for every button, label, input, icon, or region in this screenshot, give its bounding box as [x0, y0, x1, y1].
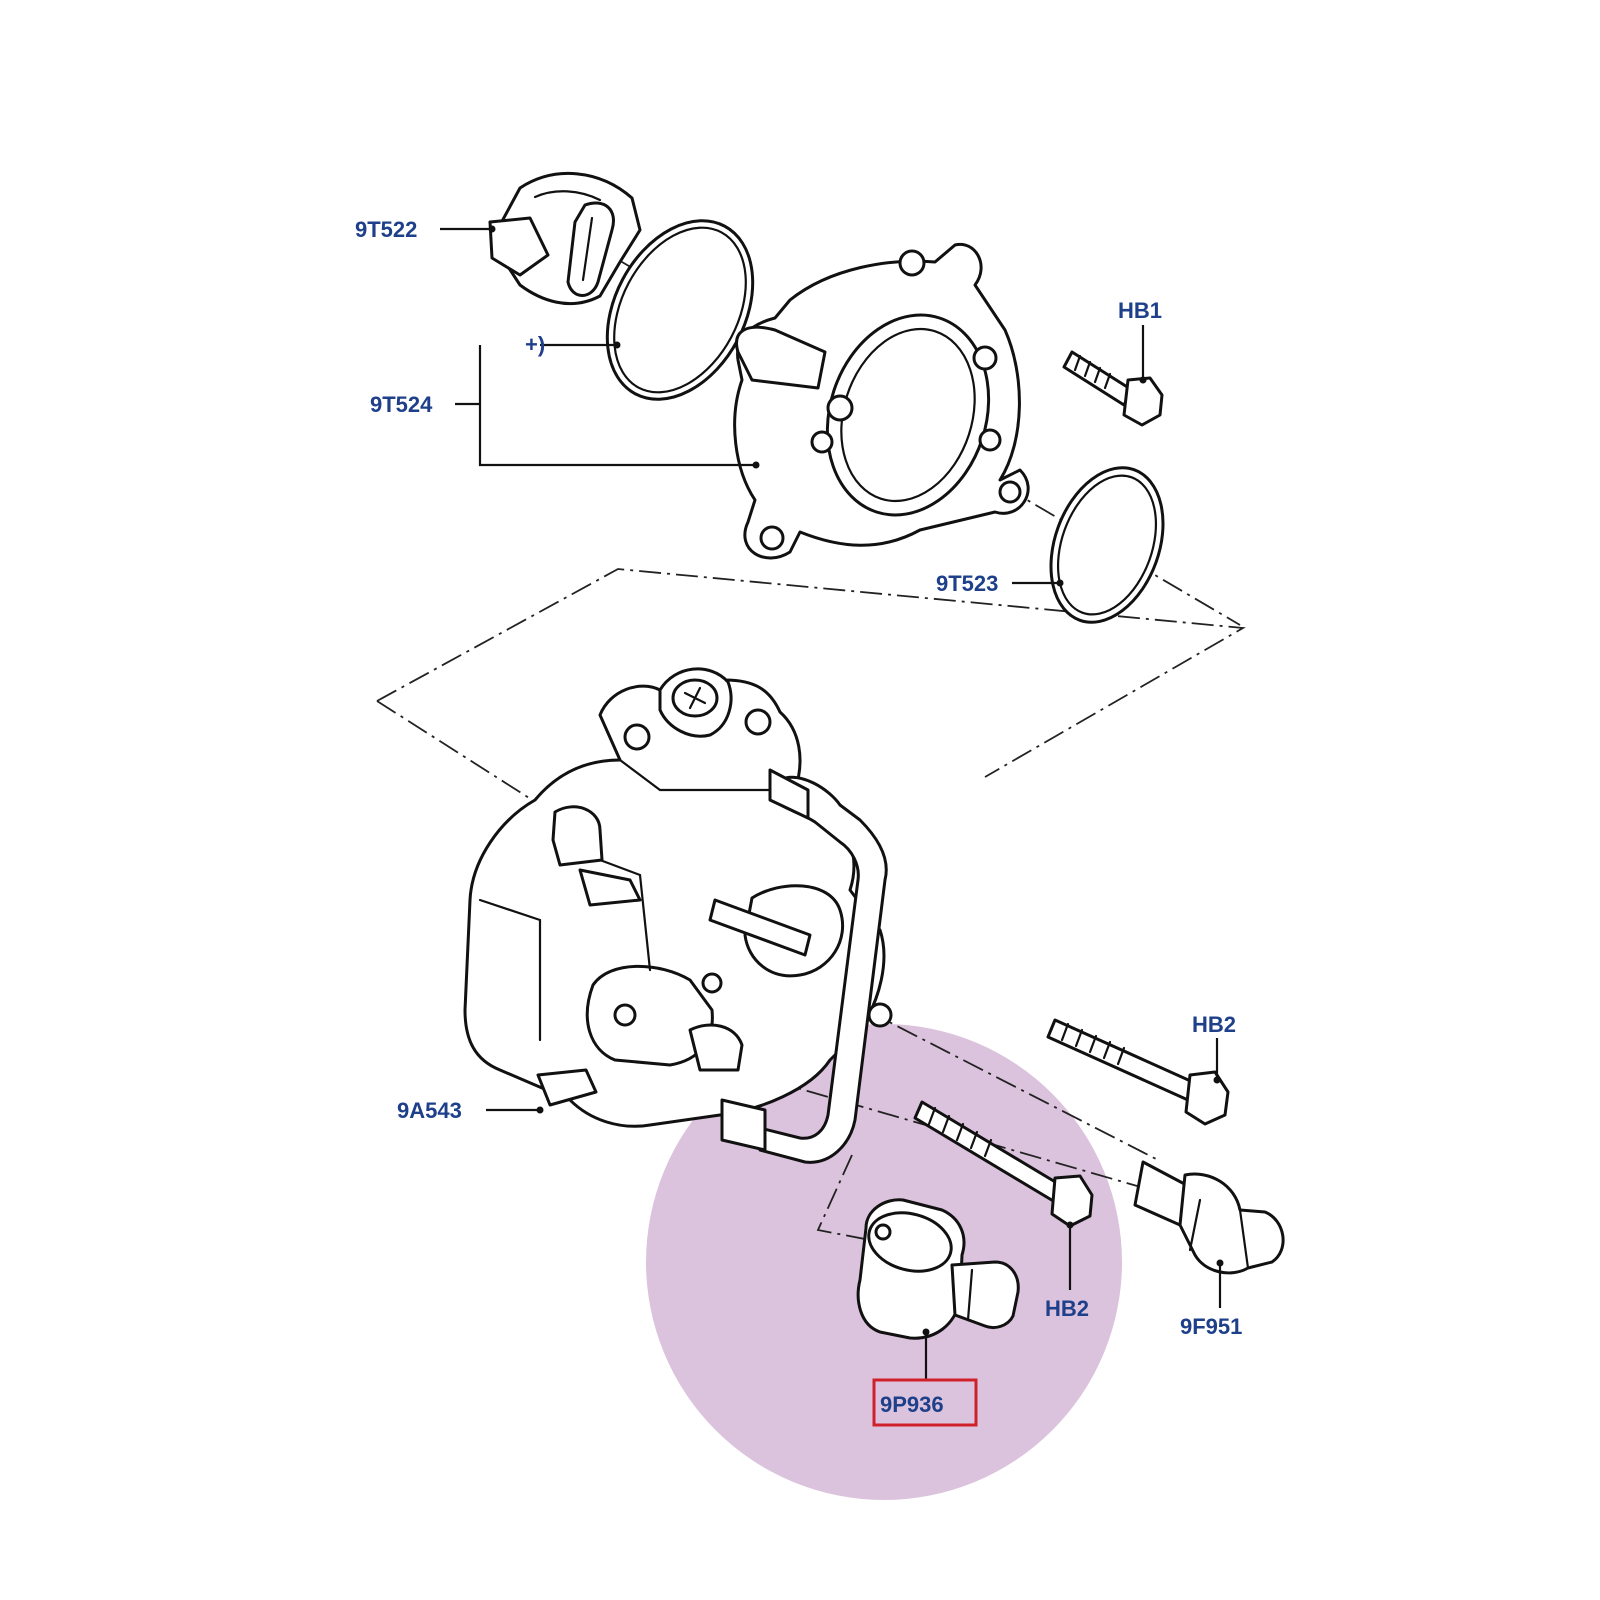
sensor-9f951-drawing	[1133, 1160, 1285, 1275]
pump-body-drawing	[463, 667, 893, 1128]
label-9t522: 9T522	[355, 217, 417, 242]
label-9t523: 9T523	[936, 571, 998, 596]
bolt-hb1-drawing	[1062, 350, 1164, 427]
label-9a543: 9A543	[397, 1098, 462, 1123]
label-9t524: 9T524	[370, 392, 433, 417]
o-ring-9t523	[1049, 466, 1165, 624]
label-plus-mark: +)	[525, 332, 545, 357]
label-hb1: HB1	[1118, 298, 1162, 323]
flange-housing-drawing	[733, 242, 1030, 560]
label-hb2-lower: HB2	[1045, 1296, 1089, 1321]
fuel-pipe-drawing	[720, 768, 888, 1164]
stud-hb2-upper-drawing	[1046, 1018, 1230, 1126]
o-ring-inner-edge	[613, 226, 747, 394]
valve-9p936-drawing	[856, 1198, 1020, 1340]
label-9p936: 9P936	[880, 1392, 944, 1417]
sensor-9t522-drawing	[488, 171, 642, 306]
label-9f951: 9F951	[1180, 1314, 1242, 1339]
leader-lines	[440, 225, 1224, 1380]
label-hb2-upper: HB2	[1192, 1012, 1236, 1037]
bolt-hb2-lower-drawing	[913, 1100, 1094, 1228]
callout-box	[872, 1378, 978, 1427]
o-ring-9t523-inner	[1056, 474, 1158, 616]
